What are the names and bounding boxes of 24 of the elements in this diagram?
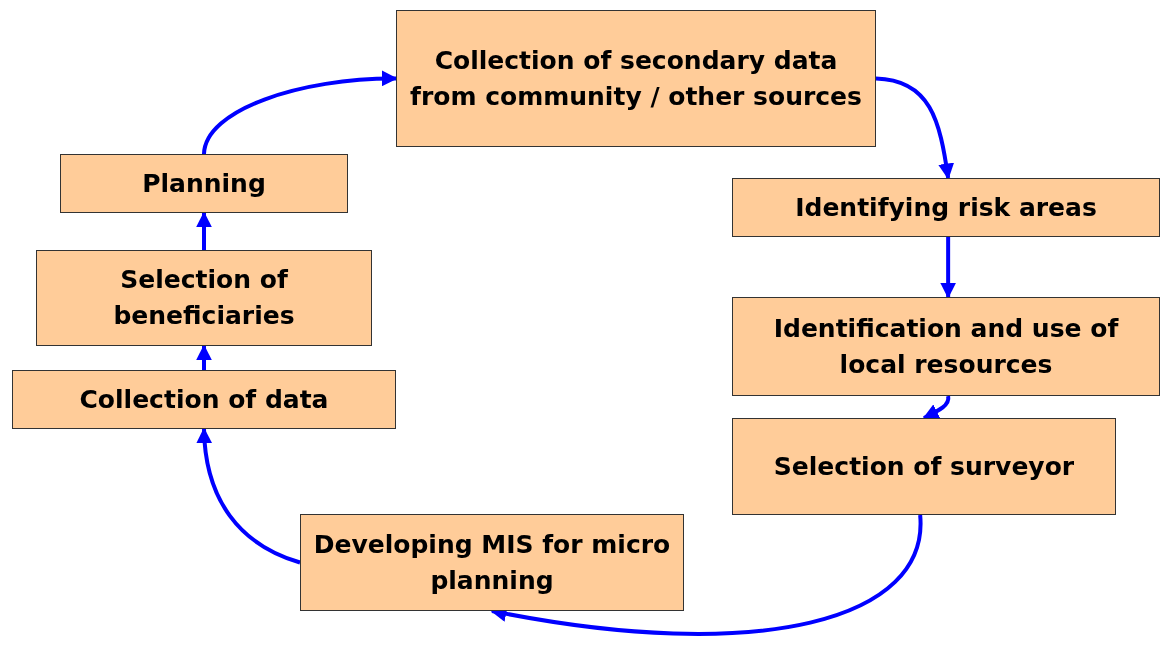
box-label: Selection of surveyor (773, 450, 1075, 483)
process-box (732, 418, 1116, 515)
box-label: Selection of beneficiaries (112, 264, 296, 332)
arrow (196, 427, 301, 565)
arrow (875, 76, 954, 180)
arrow (196, 211, 212, 250)
process-box (60, 154, 348, 213)
arrow (940, 237, 957, 299)
box-label: Identification and use of local resources (772, 312, 1120, 381)
box-label: Collection of data (79, 383, 329, 416)
arrow (922, 395, 951, 420)
box-label: Collection of secondary data from community / other sources (409, 44, 863, 113)
box-label: Planning (142, 167, 266, 200)
process-box (732, 297, 1160, 396)
arrow (202, 70, 398, 155)
arrow (490, 514, 923, 636)
box-label: Identifying risk areas (795, 191, 1097, 224)
arrow (196, 344, 212, 370)
process-box (732, 178, 1160, 237)
process-box (396, 10, 876, 147)
process-box (12, 370, 396, 429)
box-label: Developing MIS for micro planning (312, 528, 672, 597)
process-box (300, 514, 684, 611)
process-box (36, 250, 372, 346)
